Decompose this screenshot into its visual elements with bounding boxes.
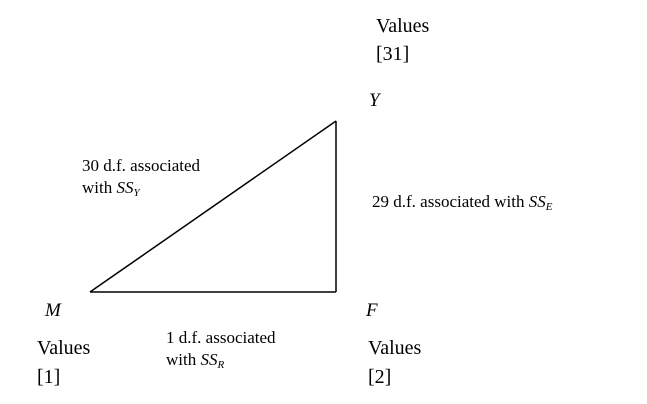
ss-r-main: SS	[200, 350, 218, 369]
left-values-label: Values	[37, 337, 91, 359]
vertex-f: F	[366, 300, 378, 321]
right-values-count: [2]	[368, 366, 392, 388]
hypotenuse-line2: with SSY	[82, 179, 200, 199]
left-values-count: [1]	[37, 366, 61, 388]
bottom-line1: 1 d.f. associated	[166, 328, 276, 347]
vertical-prefix: 29 d.f. associated with	[372, 192, 529, 211]
ss-e-symbol: SSE	[528, 192, 553, 213]
ss-e-subscript: E	[545, 201, 553, 213]
right-values-label: Values	[368, 337, 422, 359]
hypotenuse-prefix: with	[82, 178, 117, 197]
hypotenuse-line1: 30 d.f. associated	[82, 156, 201, 175]
ss-r-subscript: R	[217, 359, 225, 371]
vertical-edge-label: 29 d.f. associated with SSE	[372, 193, 552, 213]
hypotenuse-label: 30 d.f. associated with SSY	[82, 157, 200, 199]
vertex-m: M	[45, 300, 61, 321]
ss-e-main: SS	[528, 192, 546, 211]
vertex-y: Y	[369, 90, 380, 111]
bottom-prefix: with	[166, 350, 201, 369]
bottom-edge-label: 1 d.f. associated with SSR	[166, 329, 276, 371]
ss-y-main: SS	[116, 178, 134, 197]
ss-r-symbol: SSR	[200, 350, 225, 371]
edge-m-y	[89, 120, 337, 293]
ss-y-symbol: SSY	[116, 178, 140, 199]
bottom-line2: with SSR	[166, 351, 276, 371]
top-values-count: [31]	[376, 43, 410, 65]
ss-y-subscript: Y	[133, 187, 140, 199]
top-values-label: Values	[376, 15, 430, 37]
